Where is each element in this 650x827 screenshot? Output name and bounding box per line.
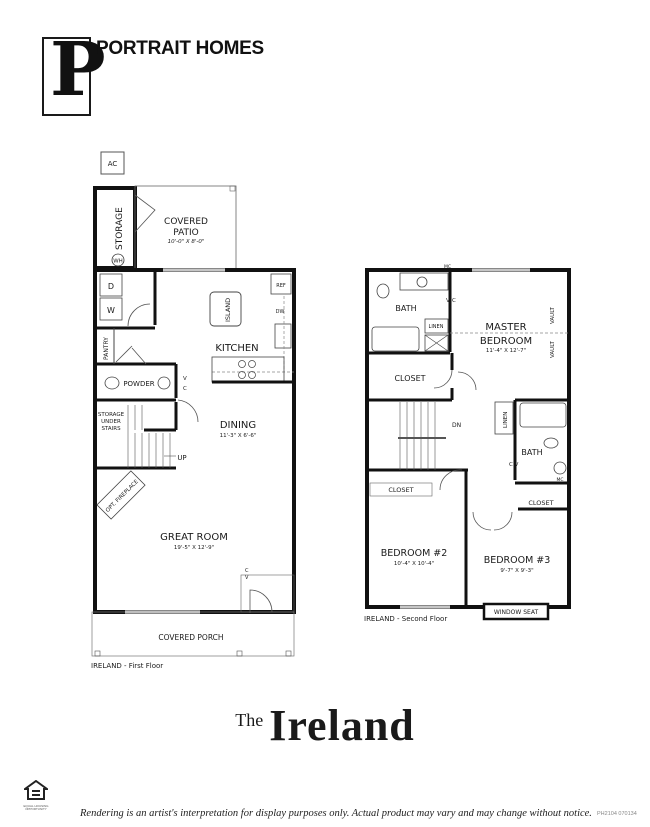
ref-label: REF — [276, 283, 286, 289]
covered-patio-label: COVERED — [164, 217, 208, 227]
kitchen-island — [209, 291, 242, 327]
floor-plans: AC STORAGE WH COVERED PATIO 10'-0" X 8'-… — [91, 151, 571, 670]
dn-label: DN — [452, 422, 461, 429]
pantry-label: PANTRY — [103, 337, 110, 360]
cv-c-label: C — [245, 568, 249, 574]
staircase — [127, 405, 176, 468]
storage-door — [134, 194, 156, 233]
window-seat — [482, 602, 550, 621]
hall-mc-label: MC — [556, 477, 563, 483]
cooktop-icon — [238, 360, 256, 379]
equal-housing-text: EQUAL HOUSING OPPORTUNITY — [23, 804, 49, 811]
covered-patio-dims: 10'-0" X 8'-0" — [168, 239, 205, 245]
wh-label: WH — [113, 259, 123, 265]
first-floor-plan: AC STORAGE WH COVERED PATIO 10'-0" X 8'-… — [91, 151, 296, 670]
kitchen-sink — [274, 323, 292, 349]
hall-linen — [494, 401, 514, 435]
bedroom2-dims: 10'-4" X 10'-4" — [394, 561, 434, 567]
vc-v-label: V — [446, 298, 450, 304]
toilet-icon — [543, 437, 559, 449]
second-floor-label: IRELAND - Second Floor — [364, 615, 447, 623]
vault-label-2: VAULT — [550, 340, 556, 358]
sink-icon — [553, 461, 567, 475]
title-name: Ireland — [269, 701, 415, 750]
mc-label: MC — [444, 264, 451, 270]
water-heater-icon — [111, 253, 125, 267]
dryer-label: D — [108, 282, 114, 291]
washer-appliance — [99, 297, 123, 321]
hall-bath-label: BATH — [521, 448, 542, 457]
equal-housing-icon — [21, 779, 51, 800]
dryer-appliance — [99, 273, 123, 297]
bedroom3-closet-label: CLOSET — [528, 499, 553, 507]
island-label: ISLAND — [224, 298, 232, 322]
bathtub — [371, 326, 420, 352]
toilet-icon — [376, 283, 390, 299]
plan-code: PH2104 070134 — [597, 811, 637, 817]
disclaimer: Rendering is an artist's interpretation … — [80, 808, 592, 819]
master-dims: 11'-4" X 12'-7" — [486, 348, 526, 354]
storage-under-stairs-label-3: STAIRS — [101, 426, 121, 432]
kitchen-label: KITCHEN — [215, 343, 258, 354]
logo-letter: P — [50, 27, 106, 113]
v-label: V — [183, 376, 187, 382]
first-floor-outline — [93, 268, 296, 614]
front-door — [249, 589, 273, 613]
dining-label: DINING — [220, 420, 256, 431]
dw-label: DW — [276, 309, 285, 315]
optional-fireplace: OPT. FIREPLACE — [96, 470, 146, 520]
great-room-label: GREAT ROOM — [160, 532, 228, 543]
dining-dims: 11'-3" X 6'-6" — [220, 433, 257, 439]
vanity — [399, 272, 449, 291]
brand-name: PORTRAIT HOMES — [96, 38, 264, 59]
master-linen-label: LINEN — [429, 324, 444, 330]
master-closet-label: CLOSET — [394, 374, 425, 383]
vault-label-1: VAULT — [550, 306, 556, 324]
master-bath-label: BATH — [395, 304, 416, 313]
second-floor-outline — [365, 268, 571, 609]
refrigerator — [270, 273, 292, 295]
window-seat-label: WINDOW SEAT — [494, 609, 539, 616]
covered-patio-label-2: PATIO — [173, 228, 199, 238]
ac-label: AC — [108, 160, 118, 168]
covered-porch — [91, 611, 295, 657]
bedroom3-label: BEDROOM #3 — [484, 555, 551, 566]
c-label: C — [183, 386, 187, 392]
equal-housing-logo: EQUAL HOUSING OPPORTUNITY — [21, 779, 51, 811]
bedroom2-label: BEDROOM #2 — [381, 548, 448, 559]
portrait-homes-logo: P — [42, 33, 106, 116]
great-room-dims: 19'-5" X 12'-9" — [174, 545, 214, 551]
fireplace-label: OPT. FIREPLACE — [105, 479, 140, 514]
storage-label: STORAGE — [115, 207, 125, 250]
storage-under-stairs-label: STORAGE — [98, 412, 125, 418]
hall-linen-label: LINEN — [503, 412, 509, 428]
hall-bathtub — [519, 402, 567, 428]
storage-under-stairs-label-2: UNDER — [101, 419, 121, 425]
bedroom3-dims: 9'-7" X 9'-3" — [500, 568, 533, 574]
second-floor-plan: MC BATH V C LINEN MASTER BEDROOM 11'-4" … — [364, 264, 571, 623]
sink-icon — [157, 376, 171, 390]
up-label: UP — [177, 454, 186, 462]
bedroom2-closet-label: CLOSET — [388, 486, 413, 494]
vc-c-label: C — [452, 298, 456, 304]
master-linen — [424, 318, 449, 334]
master-label-2: BEDROOM — [480, 336, 532, 347]
toilet-icon — [104, 376, 120, 390]
hall-cv-label: C V — [509, 462, 519, 468]
cv-v-label: V — [245, 575, 249, 581]
entry-vestibule — [240, 574, 295, 613]
ac-unit-box — [100, 151, 125, 175]
kitchen-counter — [211, 356, 285, 383]
master-label: MASTER — [485, 322, 526, 333]
title-prefix: The — [235, 710, 264, 730]
first-floor-label: IRELAND - First Floor — [91, 662, 163, 670]
staircase-down — [398, 402, 446, 470]
covered-porch-label: COVERED PORCH — [158, 633, 223, 642]
washer-label: W — [107, 306, 115, 315]
powder-label: POWDER — [123, 380, 154, 388]
